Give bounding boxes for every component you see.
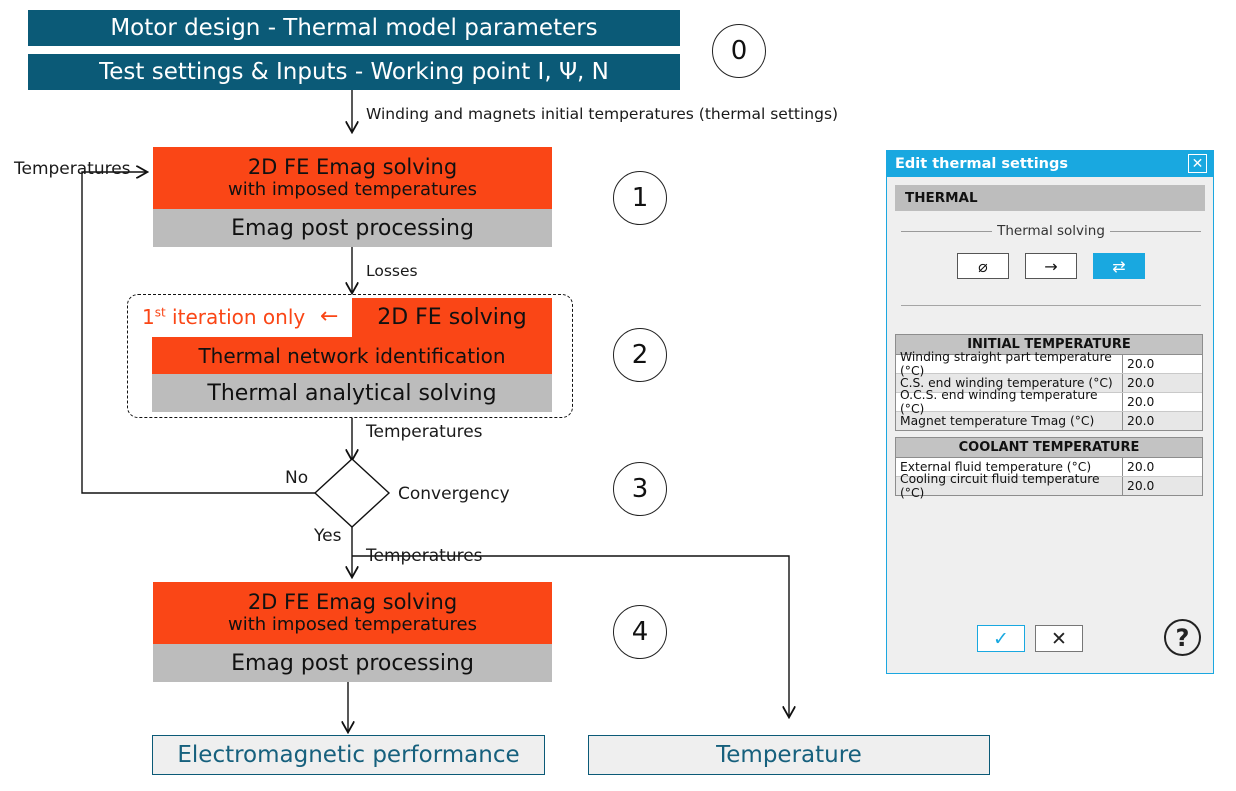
row-label: Magnet temperature Tmag (°C) [896, 412, 1123, 430]
table-row[interactable]: Magnet temperature Tmag (°C) 20.0 [896, 412, 1202, 430]
block-stage2-analytical-solving-label: Thermal analytical solving [207, 380, 497, 406]
table-row[interactable]: External fluid temperature (°C) 20.0 [896, 458, 1202, 477]
dialog-title: Edit thermal settings [895, 156, 1069, 172]
label-first-iteration-only: 1st iteration only [142, 305, 306, 329]
row-value[interactable]: 20.0 [1127, 479, 1155, 493]
decision-label-convergency: Convergency [398, 484, 510, 504]
block-stage4-line2: with imposed temperatures [227, 613, 477, 635]
block-stage4-emag-solving: 2D FE Emag solving with imposed temperat… [153, 582, 552, 644]
step-number-1-value: 1 [631, 183, 649, 213]
stage2-group [127, 294, 573, 418]
ok-button[interactable]: ✓ [977, 625, 1025, 652]
step-number-2-value: 2 [631, 340, 649, 370]
help-icon[interactable]: ? [1164, 619, 1201, 656]
block-stage2-analytical-solving: Thermal analytical solving [152, 374, 552, 412]
thermal-solving-legend-label: Thermal solving [997, 223, 1105, 239]
row-label: External fluid temperature (°C) [896, 458, 1123, 476]
result-temperature: Temperature [588, 735, 990, 775]
coolant-temperature-header: COOLANT TEMPERATURE [896, 438, 1202, 458]
table-row[interactable]: C.S. end winding temperature (°C) 20.0 [896, 374, 1202, 393]
block-stage4-line1: 2D FE Emag solving [247, 590, 458, 615]
block-motor-design-label: Motor design - Thermal model parameters [110, 15, 598, 41]
edge-label-feedback-temperatures: Temperatures [14, 159, 131, 179]
block-stage2-2dfe-solving-label: 2D FE solving [377, 305, 527, 330]
close-icon[interactable]: ✕ [1188, 154, 1207, 173]
initial-temperature-header: INITIAL TEMPERATURE [896, 335, 1202, 355]
block-stage1-line1: 2D FE Emag solving [247, 155, 458, 180]
dialog-footer: ✓ ✕ ? [887, 611, 1213, 673]
result-temperature-label: Temperature [716, 742, 862, 768]
step-number-3-value: 3 [631, 474, 649, 504]
result-electromagnetic-performance: Electromagnetic performance [152, 735, 545, 775]
block-stage2-network-identification: Thermal network identification [152, 337, 552, 374]
row-label: Winding straight part temperature (°C) [896, 350, 1123, 378]
block-test-settings-label: Test settings & Inputs - Working point I… [99, 59, 609, 85]
legend-rule-right [1109, 230, 1202, 232]
edge-label-losses: Losses [366, 262, 418, 280]
thermal-solving-legend: Thermal solving [901, 223, 1202, 239]
step-number-4-value: 4 [631, 617, 649, 647]
block-stage1-post-processing: Emag post processing [153, 209, 552, 247]
row-value[interactable]: 20.0 [1127, 395, 1155, 409]
block-stage1-emag-solving: 2D FE Emag solving with imposed temperat… [153, 147, 552, 209]
dialog-section-thermal-label: THERMAL [905, 190, 978, 206]
edge-label-stage2-temperatures: Temperatures [366, 422, 483, 442]
step-number-2: 2 [613, 328, 667, 382]
row-value[interactable]: 20.0 [1127, 414, 1155, 428]
block-test-settings: Test settings & Inputs - Working point I… [28, 54, 680, 90]
edge-label-initial-temperatures: Winding and magnets initial temperatures… [366, 105, 839, 123]
legend-rule-left [901, 230, 993, 232]
table-row[interactable]: Cooling circuit fluid temperature (°C) 2… [896, 472, 1202, 500]
thermal-solving-fieldset: Thermal solving ⌀ → ⇄ [901, 223, 1202, 279]
step-number-1: 1 [613, 171, 667, 225]
dialog-section-thermal: THERMAL [895, 185, 1205, 211]
initial-temperature-table: INITIAL TEMPERATURE Winding straight par… [895, 334, 1203, 431]
step-number-0: 0 [712, 24, 766, 78]
one-way-coupling-icon[interactable]: → [1025, 253, 1077, 279]
row-value[interactable]: 20.0 [1127, 357, 1155, 371]
edge-label-out-temperatures: Temperatures [366, 546, 483, 566]
block-stage4-post-processing-label: Emag post processing [231, 650, 474, 676]
dialog-divider [901, 305, 1201, 306]
step-number-3: 3 [613, 462, 667, 516]
block-stage1-line2: with imposed temperatures [227, 178, 477, 200]
result-electromagnetic-performance-label: Electromagnetic performance [177, 742, 520, 768]
row-label: O.C.S. end winding temperature (°C) [896, 388, 1123, 416]
arrow-left-icon: ← [320, 304, 339, 329]
two-way-coupling-icon[interactable]: ⇄ [1093, 253, 1145, 279]
dialog-title-bar: Edit thermal settings ✕ [887, 151, 1213, 177]
decision-label-no: No [285, 468, 309, 488]
block-stage2-network-identification-label: Thermal network identification [198, 343, 506, 368]
no-thermal-icon[interactable]: ⌀ [957, 253, 1009, 279]
step-number-0-value: 0 [730, 36, 748, 66]
row-value[interactable]: 20.0 [1127, 376, 1155, 390]
cancel-button[interactable]: ✕ [1035, 625, 1083, 652]
row-label: C.S. end winding temperature (°C) [896, 374, 1123, 392]
thermal-solving-options: ⌀ → ⇄ [901, 253, 1201, 279]
step-number-4: 4 [613, 605, 667, 659]
row-value[interactable]: 20.0 [1127, 460, 1155, 474]
block-stage2-2dfe-solving: 2D FE solving [352, 298, 552, 337]
table-row[interactable]: O.C.S. end winding temperature (°C) 20.0 [896, 388, 1202, 416]
block-motor-design: Motor design - Thermal model parameters [28, 10, 680, 46]
coolant-temperature-table: COOLANT TEMPERATURE External fluid tempe… [895, 437, 1203, 500]
row-label: Cooling circuit fluid temperature (°C) [896, 472, 1123, 500]
block-stage4-post-processing: Emag post processing [153, 644, 552, 682]
table-row[interactable]: Winding straight part temperature (°C) 2… [896, 350, 1202, 378]
block-stage1-post-processing-label: Emag post processing [231, 215, 474, 241]
decision-label-yes: Yes [314, 526, 342, 546]
